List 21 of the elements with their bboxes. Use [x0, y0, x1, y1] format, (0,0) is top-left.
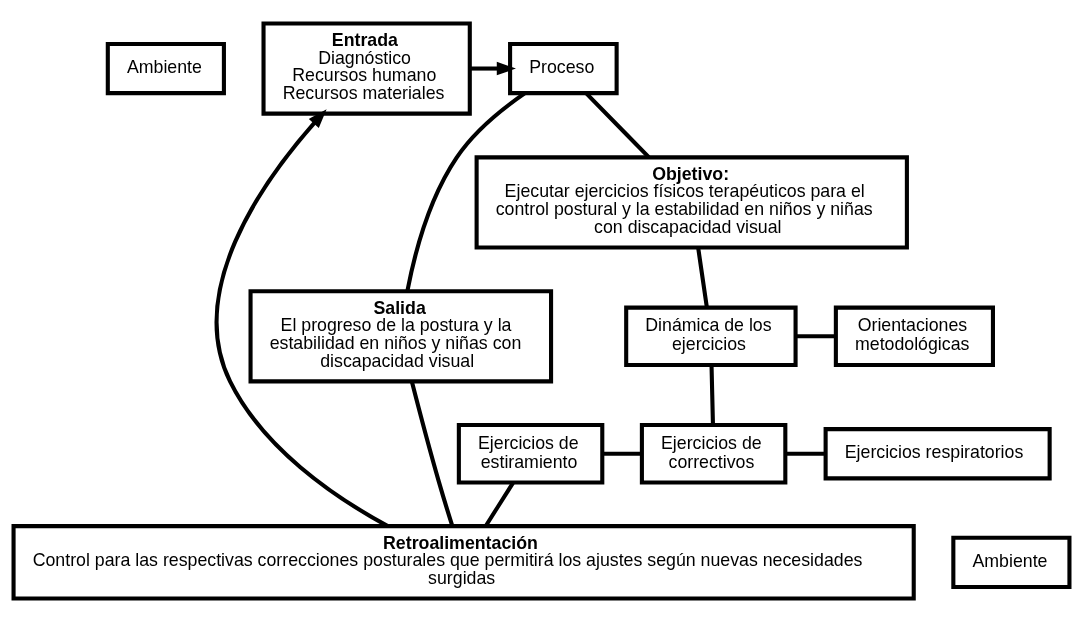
node-box: Ambiente [105, 41, 226, 95]
connector [795, 333, 836, 338]
node-box: Salida El progreso de la postura y la estabilidad en niños y niñas con discapacidad visual [248, 288, 554, 383]
connector [584, 91, 651, 159]
node-box: Entrada Diagnóstico Recursos humano Recursos materiales [261, 20, 472, 116]
node-box: Objetivo: Ejecutar ejercicios físicos terapéuticos para el control postural y la estabilidad en niños y niñas con discapacidad visual [474, 154, 909, 250]
connector [709, 364, 715, 425]
node-box: Ejercicios respiratorios [823, 426, 1052, 480]
node-box: Ambiente [951, 535, 1072, 589]
arrow [470, 61, 516, 75]
node-box: Orientaciones metodológicas [833, 305, 995, 367]
node-box: Ejercicios de estiramiento [456, 422, 605, 484]
node-box: Dinámica de los ejercicios [624, 305, 798, 367]
connector [602, 451, 642, 456]
node-box: Ejercicios de correctivos [639, 422, 788, 484]
connector [409, 380, 455, 526]
connector [484, 481, 515, 527]
node-box: Retroalimentación Control para las respectivas correcciones posturales que permitirá los ajustes según nuevas necesidades surgidas [11, 523, 916, 601]
connector [785, 451, 826, 456]
connector [696, 247, 709, 308]
node-box: Proceso [508, 41, 619, 95]
